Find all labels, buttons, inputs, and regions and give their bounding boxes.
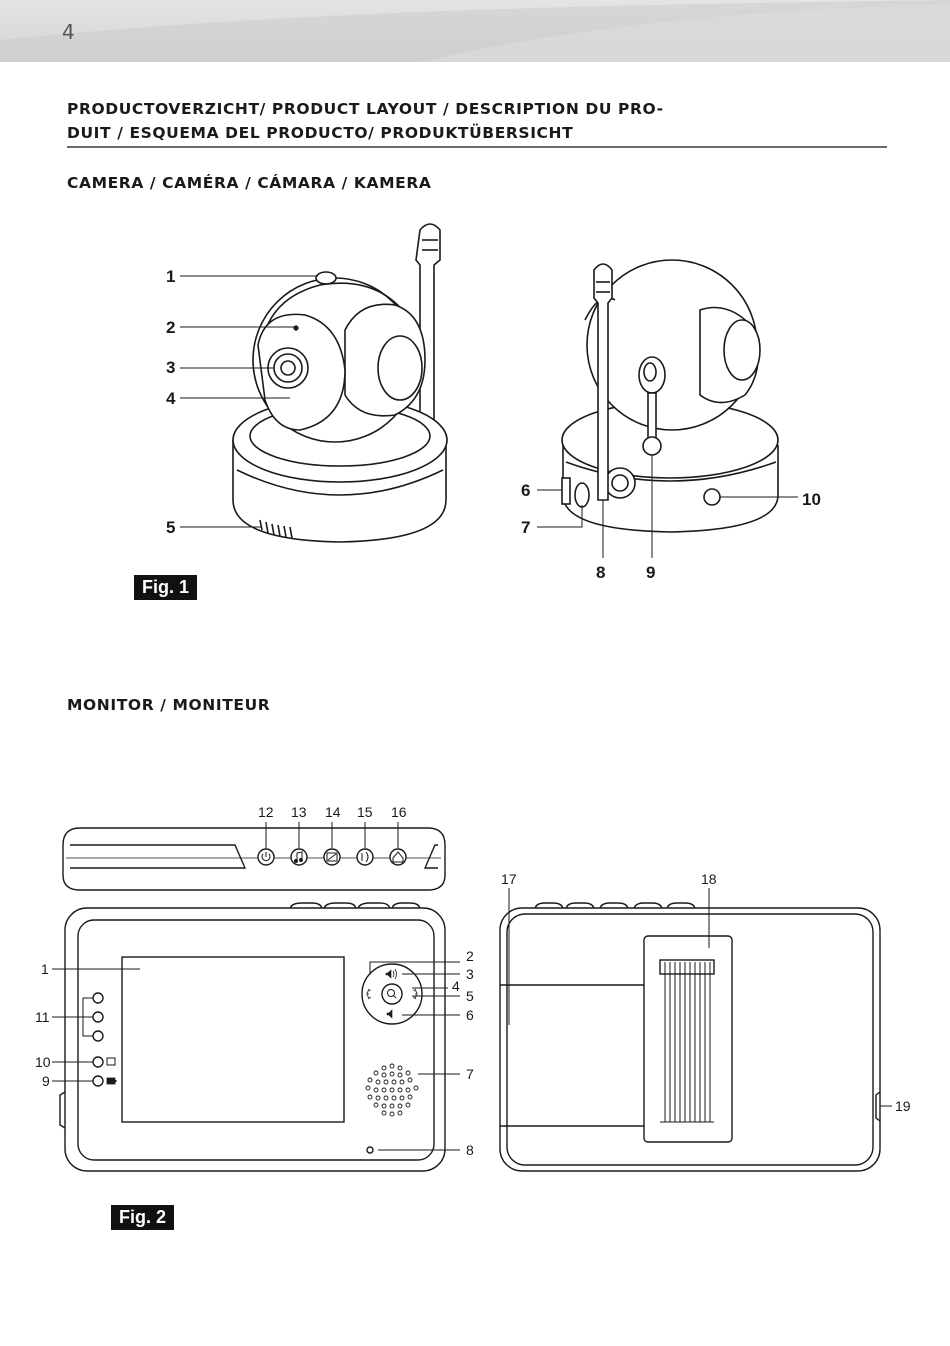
camera-callout-6: 6 [521,481,530,500]
camera-speaker-grille [259,519,293,539]
monitor-callout-6: 6 [466,1007,474,1023]
camera-front-callout-lines [180,275,318,528]
camera-callout-9: 9 [646,563,655,582]
title-divider [67,146,887,148]
monitor-callout-5: 5 [466,988,474,1004]
monitor-front-view [52,902,460,1172]
fig-1-label: Fig. 1 [134,575,198,600]
monitor-callout-19: 19 [895,1098,911,1114]
monitor-led-battery [92,1075,104,1087]
monitor-callout-9: 9 [42,1073,50,1089]
talk-button[interactable] [356,848,374,866]
talk-icon [361,851,369,863]
camera-callout-4: 4 [166,389,176,408]
page-number: 4 [62,20,75,44]
page-title-line-1: PRODUCTOVERZICHT/ PRODUCT LAYOUT / DESCR… [67,100,664,118]
zoom-icon [387,989,397,999]
power-icon [261,852,271,862]
belt-clip-ribs [660,962,714,1123]
camera-back-callout-lines [537,455,798,558]
page-header-band: 4 [0,0,950,62]
monitor-callout-4: 4 [452,978,460,994]
monitor-callout-15: 15 [357,804,373,820]
monitor-callout-16: 16 [391,804,407,820]
temperature-house-icon [392,851,404,863]
volume-down-icon [386,1009,393,1019]
monitor-speaker-grille [365,1063,419,1117]
monitor-back-callout-lines [508,888,892,1107]
camera-callout-5: 5 [166,518,175,537]
monitor-screen [121,956,345,1123]
fig-2-label: Fig. 2 [111,1205,175,1230]
music-note-icon [294,851,303,863]
monitor-callout-1: 1 [41,961,49,977]
camera-callout-8: 8 [596,563,605,582]
monitor-illustration: 12 13 14 15 16 1 11 10 9 2 3 4 5 6 7 8 1… [35,804,911,1172]
monitor-led-2 [92,1011,104,1023]
video-toggle-icon [106,1057,116,1066]
monitor-callout-12: 12 [258,804,274,820]
monitor-microphone [366,1146,374,1154]
brightness-icon [366,988,418,1000]
monitor-led-1 [92,992,104,1004]
monitor-callout-2: 2 [466,948,474,964]
monitor-callout-7: 7 [466,1066,474,1082]
video-toggle-icon [326,852,338,862]
monitor-led-3 [92,1030,104,1042]
monitor-callout-17: 17 [501,871,517,887]
camera-callout-7: 7 [521,518,530,537]
navigation-pad[interactable] [361,963,423,1025]
monitor-back-view [499,888,892,1172]
volume-up-icon [385,968,397,980]
monitor-top-buttons [257,848,407,866]
camera-front-view [180,223,448,543]
monitor-top-view [62,822,446,891]
monitor-led-power [92,1056,104,1068]
camera-callout-10: 10 [802,490,821,509]
camera-back-view [537,259,798,558]
camera-callout-1: 1 [166,267,175,286]
page-title: PRODUCTOVERZICHT/ PRODUCT LAYOUT / DESCR… [67,97,707,145]
zoom-button[interactable] [381,983,403,1005]
camera-section-heading: CAMERA / CAMÉRA / CÁMARA / KAMERA [67,174,432,192]
battery-icon [106,1077,117,1085]
monitor-callout-14: 14 [325,804,341,820]
monitor-callout-3: 3 [466,966,474,982]
camera-callout-2: 2 [166,318,175,337]
page-title-line-2: DUIT / ESQUEMA DEL PRODUCTO/ PRODUKTÜBER… [67,124,574,142]
monitor-top-callout-lines [265,822,399,848]
monitor-callout-11: 11 [35,1009,50,1025]
camera-callout-3: 3 [166,358,175,377]
monitor-section-heading: MONITOR / MONITEUR [67,696,271,714]
monitor-callout-13: 13 [291,804,307,820]
monitor-front-callout-lines [52,961,460,1151]
lullaby-button[interactable] [290,848,308,866]
monitor-callout-18: 18 [701,871,717,887]
header-swoosh [0,0,950,62]
monitor-callout-8: 8 [466,1142,474,1158]
camera-illustration: 1 2 3 4 5 6 7 8 9 10 [166,223,821,582]
monitor-callout-10: 10 [35,1054,51,1070]
temperature-button[interactable] [389,848,407,866]
